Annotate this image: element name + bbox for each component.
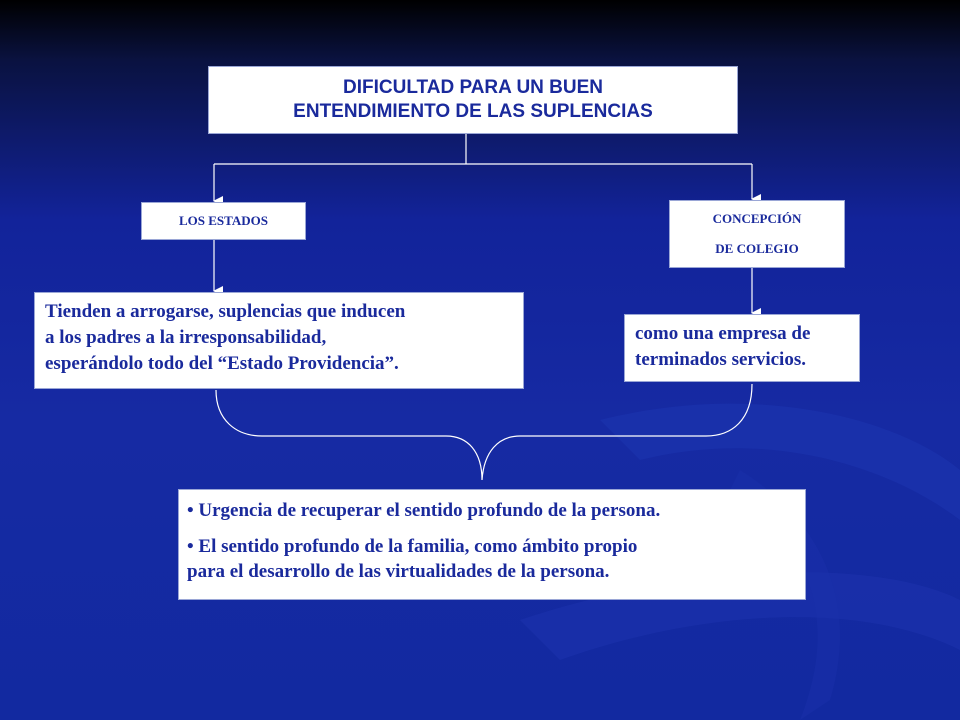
empresa-box: como una empresa de terminados servicios… xyxy=(624,314,860,382)
urgencia-item-2-line-1: El sentido profundo de la familia, como … xyxy=(198,536,638,557)
urgencia-box: • Urgencia de recuperar el sentido profu… xyxy=(178,489,806,600)
tienden-box: Tienden a arrogarse, suplencias que indu… xyxy=(34,292,524,389)
urgencia-item-1: • Urgencia de recuperar el sentido profu… xyxy=(187,498,797,523)
concepcion-line-1: CONCEPCIÓN xyxy=(712,211,802,226)
title-branch-connector xyxy=(213,134,761,206)
merge-brace-connector xyxy=(215,383,753,481)
empresa-line-2: terminados servicios. xyxy=(635,349,806,370)
tienden-line-2: a los padres a la irresponsabilidad, xyxy=(45,327,327,348)
urgencia-item-2: • El sentido profundo de la familia, com… xyxy=(187,534,797,584)
concepcion-box: CONCEPCIÓN DE COLEGIO xyxy=(669,200,845,268)
tienden-line-1: Tienden a arrogarse, suplencias que indu… xyxy=(45,301,406,322)
bullet-1: • xyxy=(187,500,194,521)
title-line-1: DIFICULTAD PARA UN BUEN xyxy=(343,77,603,98)
title-box: DIFICULTAD PARA UN BUEN ENTENDIMIENTO DE… xyxy=(208,66,738,134)
estados-label: LOS ESTADOS xyxy=(179,213,268,228)
urgencia-item-1-text: Urgencia de recuperar el sentido profund… xyxy=(198,500,661,521)
bullet-2: • xyxy=(187,536,194,557)
urgencia-item-2-line-2: para el desarrollo de las virtualidades … xyxy=(187,561,610,582)
empresa-line-1: como una empresa de xyxy=(635,323,811,344)
tienden-line-3: esperándolo todo del “Estado Providencia… xyxy=(45,353,399,374)
concepcion-line-2: DE COLEGIO xyxy=(715,241,799,256)
title-line-2: ENTENDIMIENTO DE LAS SUPLENCIAS xyxy=(293,101,653,122)
estados-box: LOS ESTADOS xyxy=(141,202,306,240)
